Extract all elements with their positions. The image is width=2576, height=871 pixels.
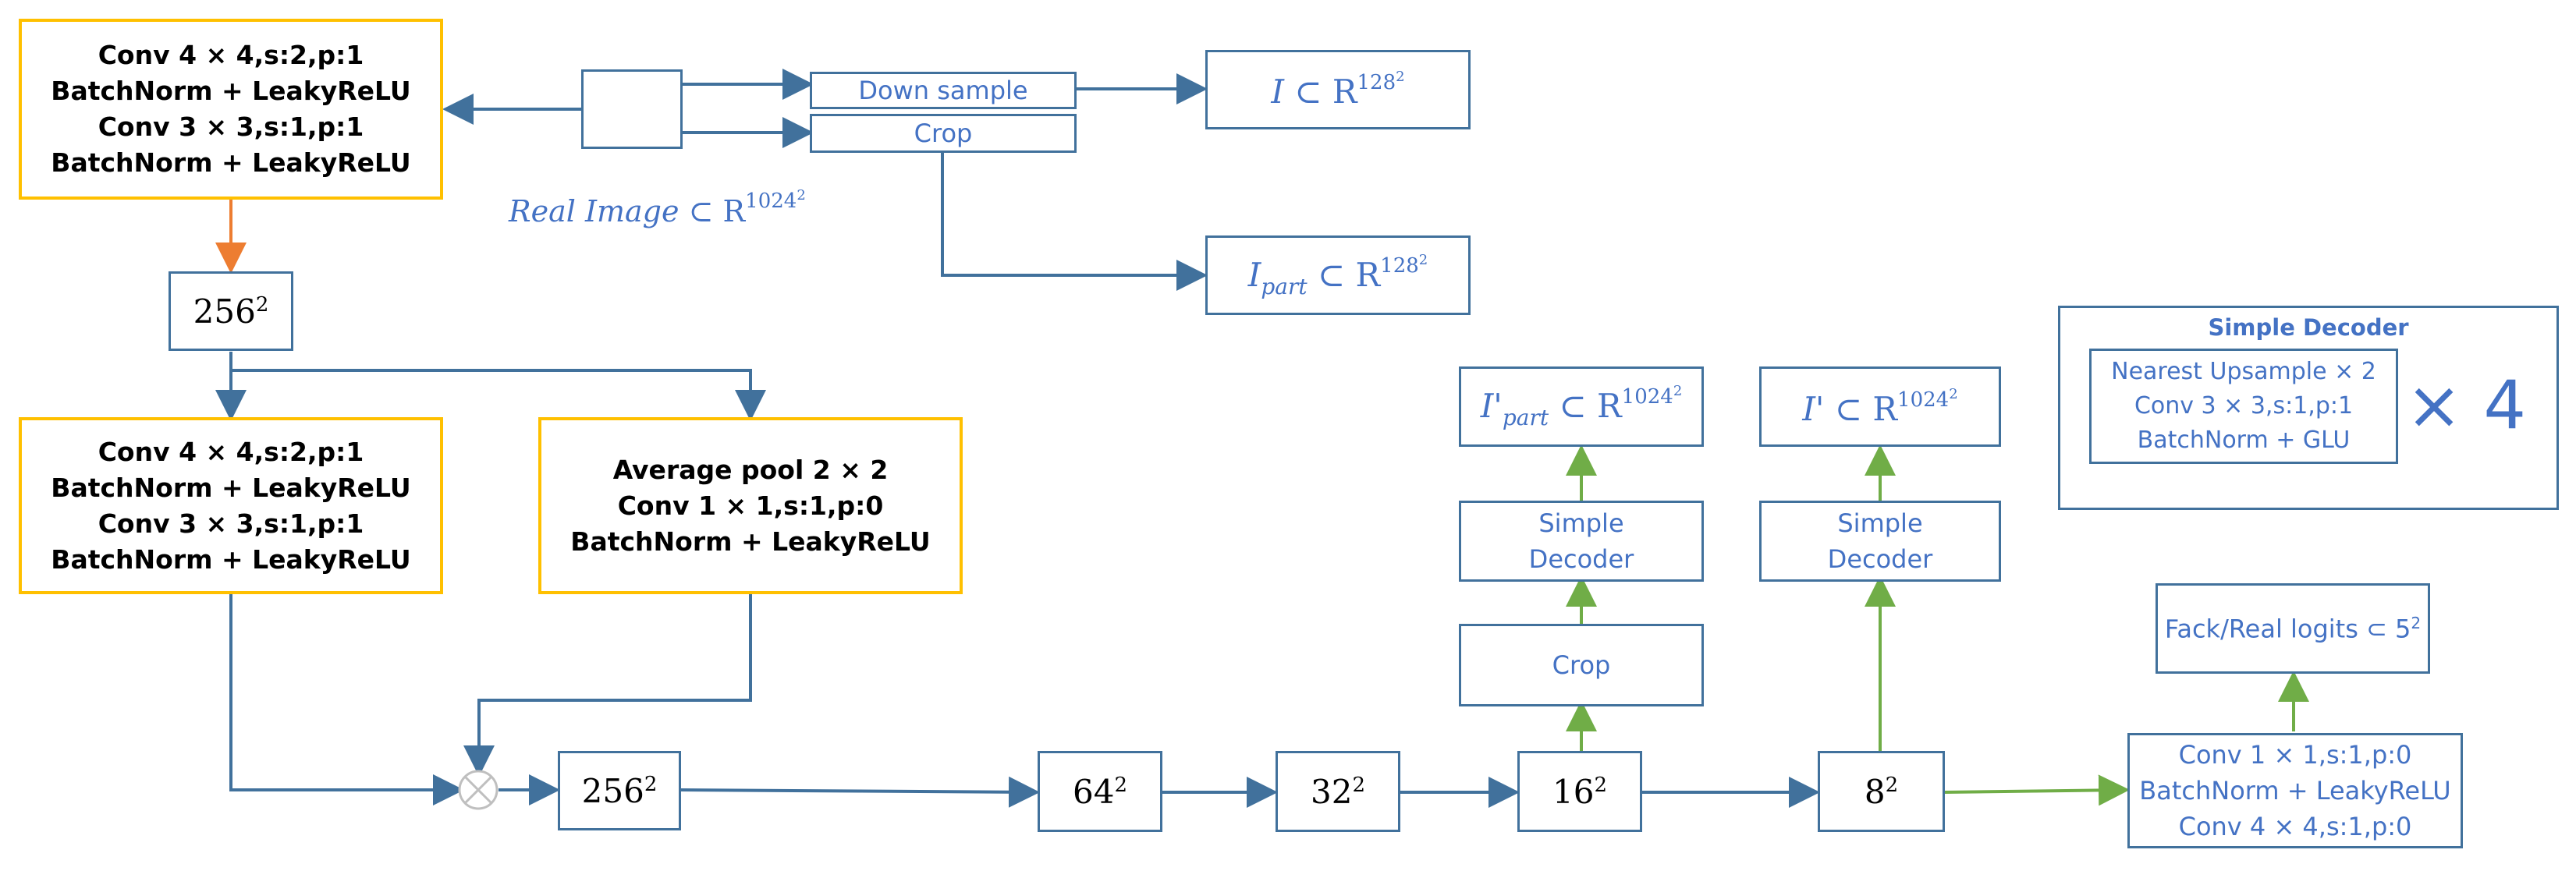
encoder-block-2-line: Conv 4 × 4,s:2,p:1 [98, 436, 364, 467]
logits-box: Fack/Real logits ⊂ 52 [2156, 583, 2430, 674]
feature-map-64: 642 [1038, 751, 1162, 832]
output-i-label: I ⊂ R1282 [1271, 69, 1405, 111]
legend-inner-box: Nearest Upsample × 2 Conv 3 × 3,s:1,p:1 … [2089, 349, 2398, 464]
recon-ipart-box: I'part ⊂ R10242 [1459, 366, 1704, 447]
down-sample-label: Down sample [858, 76, 1028, 105]
output-ipart-label: Ipart ⊂ R1282 [1247, 251, 1428, 299]
encoder-block-2: Conv 4 × 4,s:2,p:1 BatchNorm + LeakyReLU… [19, 417, 443, 594]
simple-decoder-2: Simple Decoder [1759, 501, 2001, 582]
crop-box: Crop [810, 114, 1077, 153]
output-ipart-box: Ipart ⊂ R1282 [1205, 235, 1471, 315]
merge-node [458, 770, 499, 810]
avg-pool-line: Conv 1 × 1,s:1,p:0 [617, 490, 884, 521]
avg-pool-line: BatchNorm + LeakyReLU [570, 526, 931, 557]
encoder-block-1-line: Conv 4 × 4,s:2,p:1 [98, 40, 364, 70]
crop-label: Crop [914, 119, 973, 148]
arrow-256-to-64 [680, 776, 1040, 808]
encoder-block-1-line: BatchNorm + LeakyReLU [51, 76, 411, 106]
recon-i-box: I' ⊂ R10242 [1759, 366, 2001, 447]
legend-title: Simple Decoder [2208, 314, 2409, 341]
encoder-block-1-line: Conv 3 × 3,s:1,p:1 [98, 112, 364, 142]
feature-map-32: 322 [1276, 751, 1400, 832]
encoder-block-2-line: Conv 3 × 3,s:1,p:1 [98, 508, 364, 539]
arrow-8-to-final [1944, 774, 2130, 806]
recon-ipart-label: I'part ⊂ R10242 [1480, 383, 1683, 430]
arrow-avgpool-to-merge [463, 594, 752, 777]
recon-i-label: I' ⊂ R10242 [1802, 385, 1958, 428]
final-conv-block: Conv 1 × 1,s:1,p:0 BatchNorm + LeakyReLU… [2127, 733, 2463, 848]
real-image-box [581, 69, 683, 149]
crop-mid-label: Crop [1552, 650, 1611, 680]
avg-pool-block: Average pool 2 × 2 Conv 1 × 1,s:1,p:0 Ba… [538, 417, 963, 594]
avg-pool-line: Average pool 2 × 2 [612, 454, 889, 485]
encoder-block-2-line: BatchNorm + LeakyReLU [51, 543, 411, 575]
feature-map-256-top: 2562 [169, 271, 293, 351]
arrow-crop-to-ipart [941, 153, 1208, 291]
output-i-box: I ⊂ R1282 [1205, 50, 1471, 129]
logits-label: Fack/Real logits ⊂ 52 [2164, 613, 2422, 644]
legend-repeat: × 4 [2406, 366, 2527, 444]
encoder-block-2-line: BatchNorm + LeakyReLU [51, 472, 411, 503]
feature-map-16: 162 [1517, 751, 1642, 832]
arrow-encoder2-to-merge [229, 594, 464, 805]
down-sample-box: Down sample [810, 72, 1077, 109]
encoder-block-1-line: BatchNorm + LeakyReLU [51, 147, 411, 178]
feature-map-256-bottom: 2562 [558, 751, 681, 830]
arrow-256-to-avgpool [231, 369, 766, 421]
real-image-label: Real Image ⊂ R10242 [509, 187, 806, 228]
feature-map-8: 82 [1818, 751, 1945, 832]
simple-decoder-1: Simple Decoder [1459, 501, 1704, 582]
encoder-block-1: Conv 4 × 4,s:2,p:1 BatchNorm + LeakyReLU… [19, 19, 443, 200]
crop-mid-box: Crop [1459, 624, 1704, 706]
